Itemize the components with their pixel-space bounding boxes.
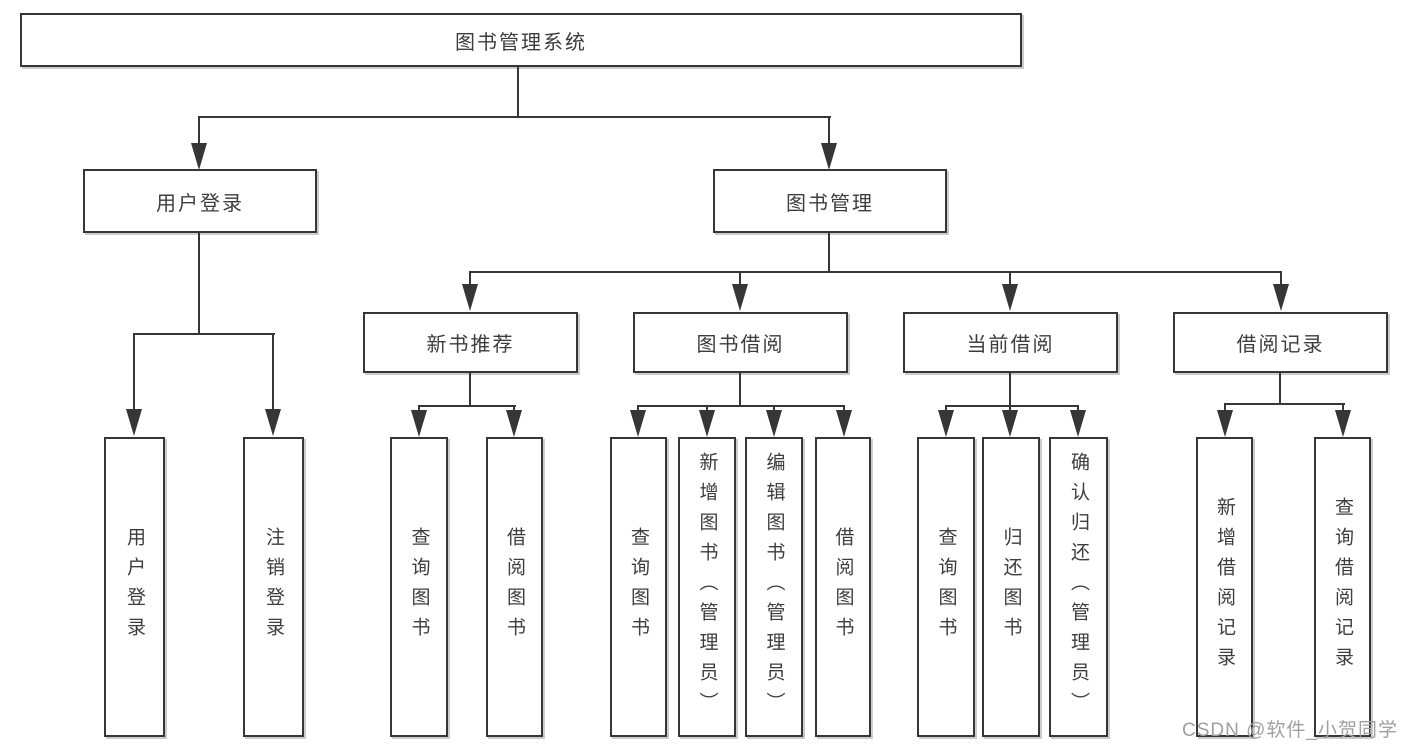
leaf-node-label: 查询图书 (628, 527, 649, 647)
connector-line (198, 116, 200, 145)
leaf-node-search-borrow-record: 查询借阅记录 (1314, 437, 1371, 737)
connector-line (1342, 403, 1344, 412)
root-node: 图书管理系统 (20, 13, 1022, 67)
connector-arrowhead (1335, 410, 1351, 437)
connector-line (198, 116, 831, 118)
leaf-node-label: 确认归还（管理员） (1068, 452, 1089, 722)
group-node-label: 当前借阅 (966, 334, 1055, 356)
leaf-node-logout: 注销登录 (243, 437, 304, 737)
leaf-node-label: 查询图书 (935, 527, 957, 647)
connector-line (469, 271, 1282, 273)
connector-arrowhead (938, 410, 954, 437)
connector-line (1224, 403, 1345, 405)
connector-line (945, 405, 947, 412)
leaf-node-borrow-books-recommend: 借阅图书 (486, 437, 543, 737)
connector-line (843, 405, 845, 412)
connector-line (418, 405, 420, 412)
group-node-current-borrow: 当前借阅 (903, 312, 1118, 373)
leaf-node-confirm-return-admin: 确认归还（管理员） (1049, 437, 1108, 737)
leaf-node-label: 归还图书 (1000, 527, 1022, 647)
connector-arrowhead (821, 143, 837, 170)
connector-line (418, 405, 516, 407)
leaf-node-edit-books-admin: 编辑图书（管理员） (745, 437, 803, 737)
connector-line (133, 333, 275, 335)
leaf-node-label: 借阅图书 (832, 527, 854, 647)
connector-arrowhead (1070, 410, 1086, 437)
connector-line (469, 372, 471, 407)
leaf-node-borrow-books: 借阅图书 (815, 437, 871, 737)
leaf-node-search-books-borrow: 查询图书 (610, 437, 667, 737)
connector-line (1280, 271, 1282, 286)
connector-line (1279, 372, 1281, 405)
connector-line (517, 66, 519, 117)
group-node-label: 图书借阅 (696, 334, 785, 356)
leaf-node-label: 新增借阅记录 (1214, 497, 1235, 677)
connector-arrowhead (1002, 410, 1018, 437)
connector-arrowhead (462, 284, 478, 311)
connector-line (469, 271, 471, 286)
watermark: CSDN @软件_小贺同学 (1182, 720, 1398, 741)
leaf-node-label: 查询借阅记录 (1332, 497, 1353, 677)
branch-node-user-login: 用户登录 (83, 169, 317, 233)
group-node-borrow-records: 借阅记录 (1173, 312, 1388, 373)
connector-arrowhead (732, 284, 748, 311)
connector-arrowhead (1273, 284, 1289, 311)
leaf-node-label: 新增图书（管理员） (696, 452, 718, 722)
leaf-node-label: 借阅图书 (504, 527, 525, 647)
group-node-book-borrow: 图书借阅 (633, 312, 848, 373)
leaf-node-label: 用户登录 (124, 527, 145, 647)
connector-arrowhead (265, 409, 281, 436)
connector-line (637, 405, 845, 407)
root-node-label: 图书管理系统 (455, 31, 587, 54)
connector-arrowhead (1002, 284, 1018, 311)
connector-line (1009, 372, 1011, 407)
connector-line (1077, 405, 1079, 412)
connector-line (739, 271, 741, 286)
connector-line (513, 405, 515, 412)
connector-line (828, 116, 830, 145)
connector-arrowhead (699, 410, 715, 437)
connector-line (828, 232, 830, 273)
leaf-node-user-login: 用户登录 (104, 437, 165, 737)
connector-arrowhead (766, 410, 782, 437)
connector-line (133, 333, 135, 411)
group-node-label: 借阅记录 (1236, 334, 1325, 356)
connector-line (739, 372, 741, 407)
connector-line (637, 405, 639, 412)
leaf-node-add-books-admin: 新增图书（管理员） (678, 437, 736, 737)
connector-arrowhead (836, 410, 852, 437)
leaf-node-label: 编辑图书（管理员） (763, 452, 785, 722)
connector-line (1009, 271, 1011, 286)
connector-arrowhead (1217, 410, 1233, 437)
leaf-node-label: 查询图书 (408, 527, 430, 647)
connector-line (1009, 405, 1011, 412)
leaf-node-add-borrow-record: 新增借阅记录 (1196, 437, 1253, 737)
connector-arrowhead (126, 409, 142, 436)
leaf-node-search-books-recommend: 查询图书 (390, 437, 448, 737)
connector-arrowhead (506, 410, 522, 437)
connector-line (773, 405, 775, 412)
branch-node-book-management: 图书管理 (713, 169, 947, 233)
connector-line (945, 405, 1079, 407)
connector-arrowhead (630, 410, 646, 437)
group-node-label: 新书推荐 (426, 334, 515, 356)
branch-node-label: 用户登录 (156, 192, 244, 215)
leaf-node-search-books-current: 查询图书 (917, 437, 975, 737)
connector-arrowhead (191, 143, 207, 170)
group-node-new-book-recommend: 新书推荐 (363, 312, 578, 373)
branch-node-label: 图书管理 (786, 192, 874, 215)
connector-arrowhead (411, 410, 427, 437)
leaf-node-return-books: 归还图书 (982, 437, 1040, 737)
leaf-node-label: 注销登录 (263, 527, 284, 647)
connector-line (706, 405, 708, 412)
connector-line (272, 333, 274, 411)
connector-line (1224, 403, 1226, 412)
connector-line (198, 232, 200, 335)
